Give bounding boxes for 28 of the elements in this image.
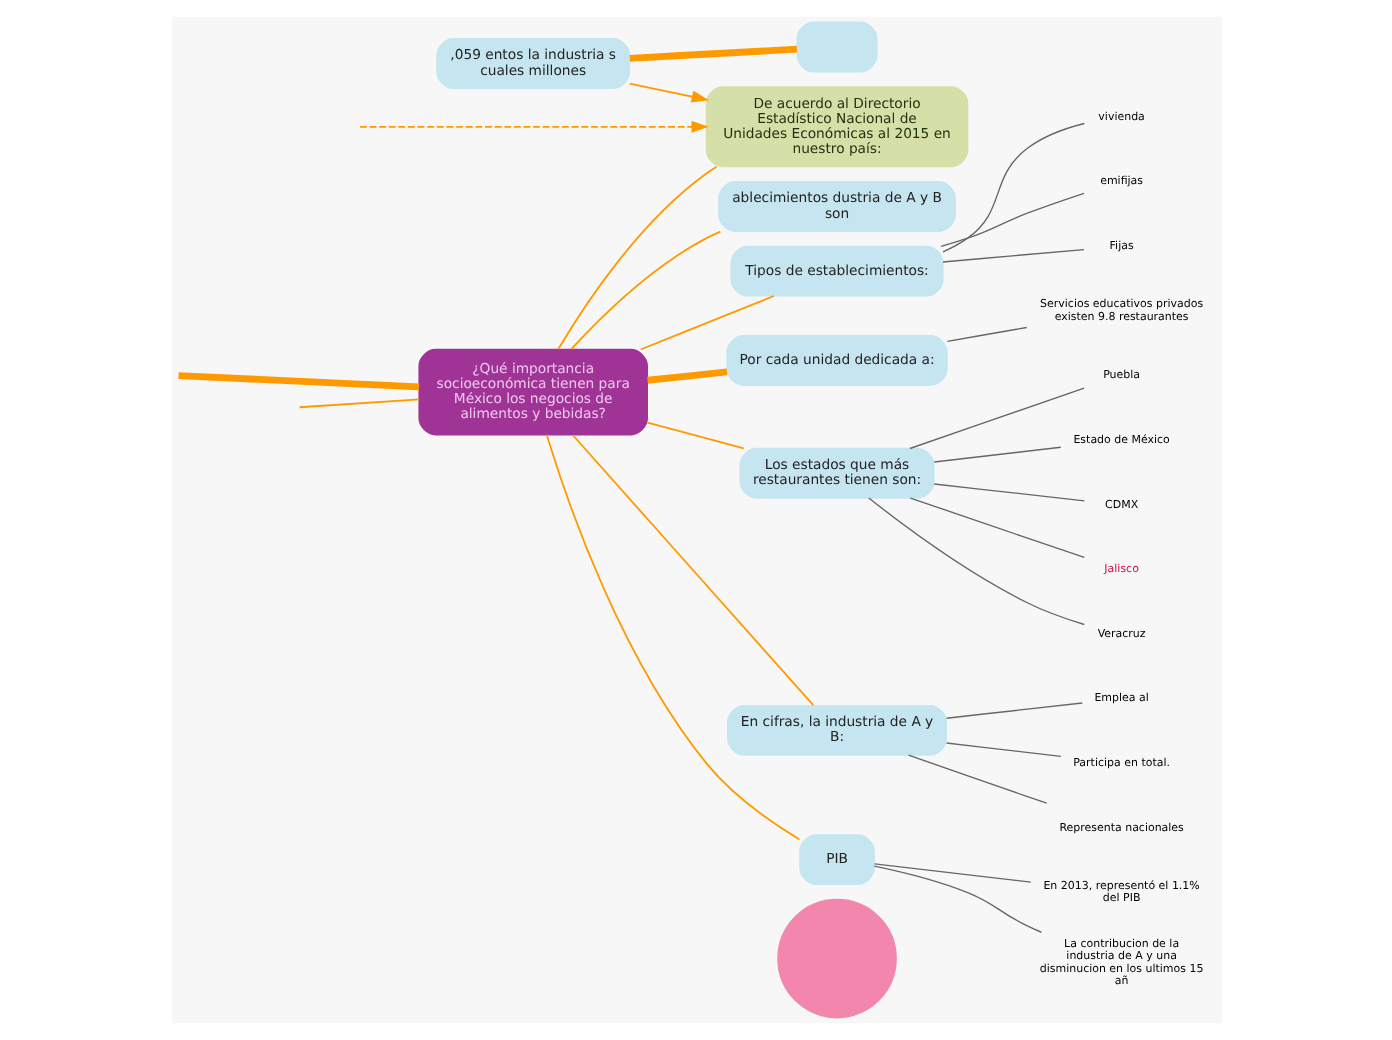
connector (646, 368, 727, 384)
connector (556, 165, 717, 351)
node-box (795, 21, 877, 73)
connector (939, 192, 1084, 248)
connector (569, 230, 721, 351)
connector (873, 863, 1031, 883)
connector (544, 433, 800, 841)
connector (944, 742, 1061, 758)
connector (872, 865, 1042, 933)
connector (908, 387, 1084, 450)
connector (297, 398, 419, 409)
connector (570, 434, 814, 707)
connector (638, 295, 774, 351)
connector (945, 326, 1027, 343)
connector (177, 372, 419, 391)
connector (944, 702, 1082, 719)
connector (932, 446, 1061, 463)
connector (867, 497, 1084, 626)
connector (941, 122, 1084, 253)
arrow (627, 82, 708, 103)
connector (628, 45, 797, 62)
connector (908, 497, 1084, 559)
node-circle (776, 898, 896, 1019)
connector (645, 421, 744, 450)
connector (906, 754, 1047, 804)
connector (941, 248, 1084, 263)
arrow (358, 120, 708, 133)
connector (932, 483, 1085, 502)
